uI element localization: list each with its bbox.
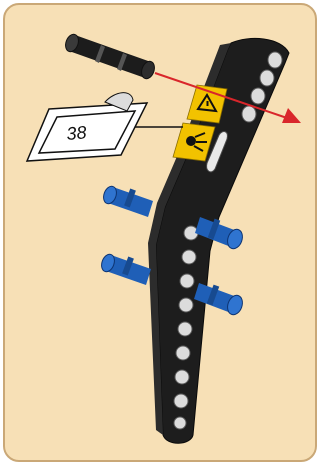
sticker-callout: 38 bbox=[27, 93, 183, 161]
instruction-panel: 38 bbox=[3, 3, 317, 462]
build-step-illustration: 38 bbox=[5, 5, 317, 462]
black-axle-pin bbox=[63, 32, 156, 80]
blue-pin-left-upper bbox=[101, 184, 153, 217]
sticker-number-label: 38 bbox=[66, 122, 88, 144]
blue-pin-left-lower bbox=[99, 252, 151, 285]
